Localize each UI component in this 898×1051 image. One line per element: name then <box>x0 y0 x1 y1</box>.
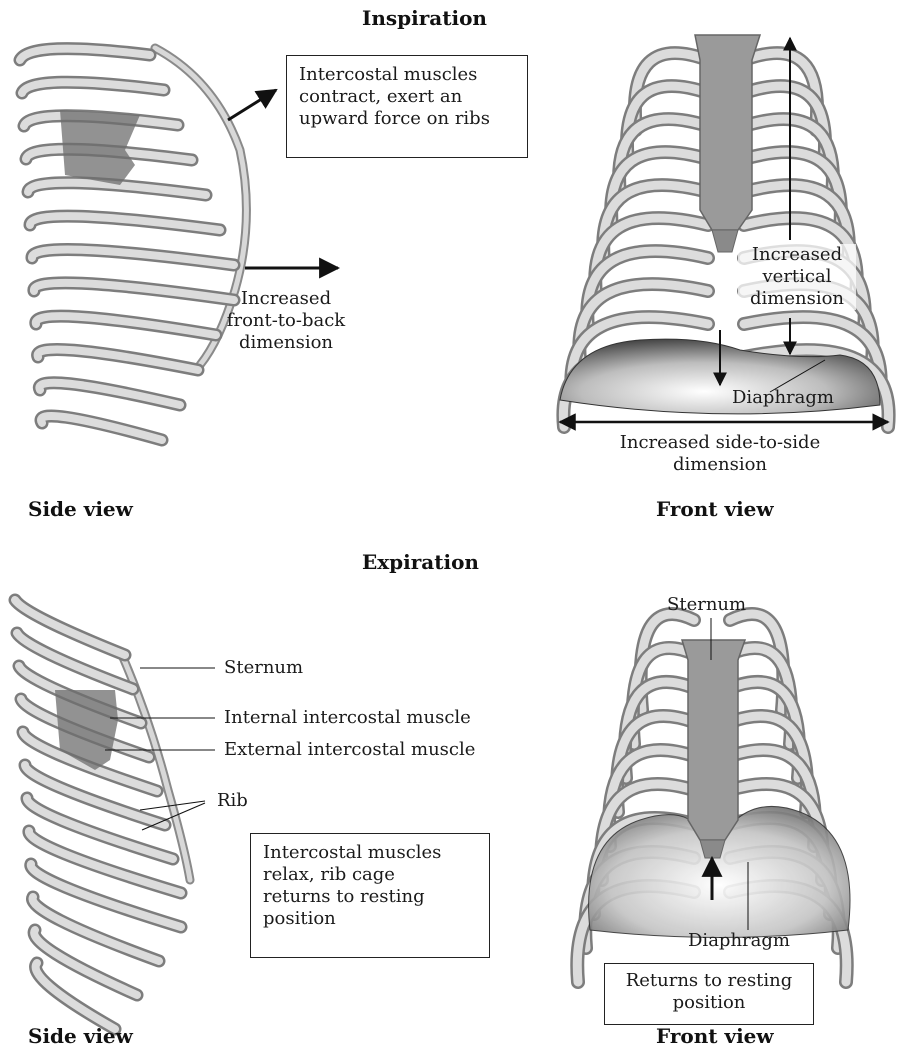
returns-to-resting-box: Returns to resting position <box>604 963 814 1025</box>
rib-label: Rib <box>217 790 248 812</box>
inspiration-front-sternum <box>695 35 760 230</box>
inspiration-upward-force-arrow <box>228 90 276 120</box>
expiration-heading: Expiration <box>362 550 479 574</box>
inspiration-front-ribcage <box>560 35 889 427</box>
expiration-front-xiphoid <box>700 840 725 858</box>
sternum-front-label: Sternum <box>667 594 746 616</box>
inspiration-front-view-label: Front view <box>656 497 774 521</box>
inspiration-diaphragm-label: Diaphragm <box>732 387 834 409</box>
inspiration-side-ribcage <box>20 48 246 440</box>
vertical-dimension-label: Increased vertical dimension <box>738 244 856 310</box>
side-rib-top-7 <box>32 249 234 265</box>
expiration-front-view-label: Front view <box>656 1024 774 1048</box>
expiration-side-view-label: Side view <box>28 1024 133 1048</box>
external-intercostal-label: External intercostal muscle <box>224 739 475 761</box>
inspiration-contract-box: Intercostal muscles contract, exert an u… <box>286 55 528 158</box>
side-to-side-label: Increased side-to-side dimension <box>590 432 850 476</box>
inspiration-side-view-label: Side view <box>28 497 133 521</box>
expiration-relax-box: Intercostal muscles relax, rib cage retu… <box>250 833 490 958</box>
sternum-side-label: Sternum <box>224 657 303 679</box>
expiration-side-ribs <box>15 600 181 1029</box>
front-to-back-label: Increased front-to-back dimension <box>216 288 356 354</box>
expiration-side-ribcage <box>15 600 190 1029</box>
inspiration-heading: Inspiration <box>362 6 487 30</box>
expiration-diaphragm-label: Diaphragm <box>688 930 790 952</box>
side-rib-top-6 <box>30 216 220 230</box>
expiration-front-ribcage <box>577 614 850 982</box>
inspiration-side-ribs <box>20 49 234 440</box>
expiration-front-sternum <box>682 640 745 840</box>
internal-intercostal-label: Internal intercostal muscle <box>224 707 471 729</box>
inspiration-front-xiphoid <box>712 230 738 252</box>
